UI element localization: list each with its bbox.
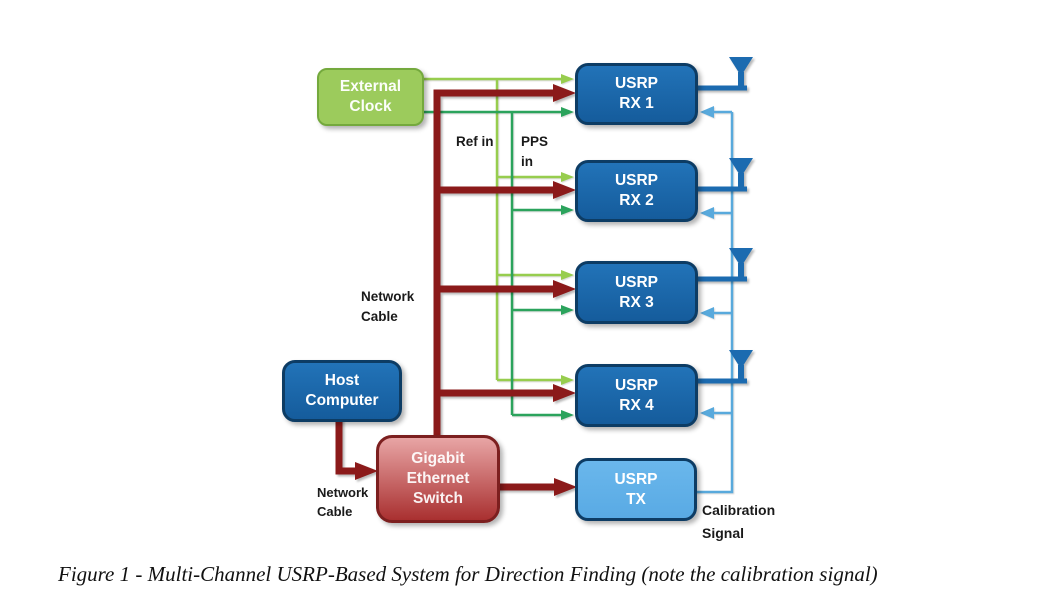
antenna-rx3 bbox=[694, 248, 753, 282]
figure-caption: Figure 1 - Multi-Channel USRP-Based Syst… bbox=[58, 562, 878, 586]
gigabit-ethernet-switch-node: Gigabit Ethernet Switch bbox=[376, 435, 500, 523]
calibration-trunk bbox=[690, 112, 734, 494]
network-trunk-rx1 bbox=[433, 89, 554, 440]
network-arrowheads bbox=[355, 84, 577, 496]
antenna-rx4 bbox=[694, 350, 753, 384]
usrp-tx-node: USRP TX bbox=[575, 458, 697, 521]
calibration-signal-label: Calibration Signal bbox=[702, 502, 776, 541]
calibration-signal-lines bbox=[690, 106, 734, 494]
ref-in-label: Ref in bbox=[456, 134, 494, 149]
calibration-arrowheads bbox=[700, 106, 714, 419]
ref-signal-lines bbox=[420, 74, 574, 385]
diagram-wiring bbox=[335, 57, 753, 496]
usrp-rx3-node: USRP RX 3 bbox=[575, 261, 698, 324]
usrp-rx2-node: USRP RX 2 bbox=[575, 160, 698, 222]
usrp-rx1-node: USRP RX 1 bbox=[575, 63, 698, 125]
network-cable-lines bbox=[335, 84, 577, 496]
ref-arrowheads bbox=[561, 74, 574, 385]
usrp-rx4-node: USRP RX 4 bbox=[575, 364, 698, 427]
pps-signal-lines bbox=[420, 107, 574, 420]
network-cable-label-bottom: Network Cable bbox=[317, 485, 369, 519]
antennas bbox=[694, 57, 753, 384]
external-clock-node: External Clock bbox=[317, 68, 424, 126]
network-cable-label-top: Network Cable bbox=[361, 289, 415, 324]
antenna-rx2 bbox=[694, 158, 753, 192]
host-computer-node: Host Computer bbox=[282, 360, 402, 422]
antenna-rx1 bbox=[694, 57, 753, 91]
network-host-to-switch bbox=[335, 418, 356, 475]
pps-in-label: PPS in bbox=[521, 134, 549, 169]
pps-arrowheads bbox=[561, 107, 574, 420]
